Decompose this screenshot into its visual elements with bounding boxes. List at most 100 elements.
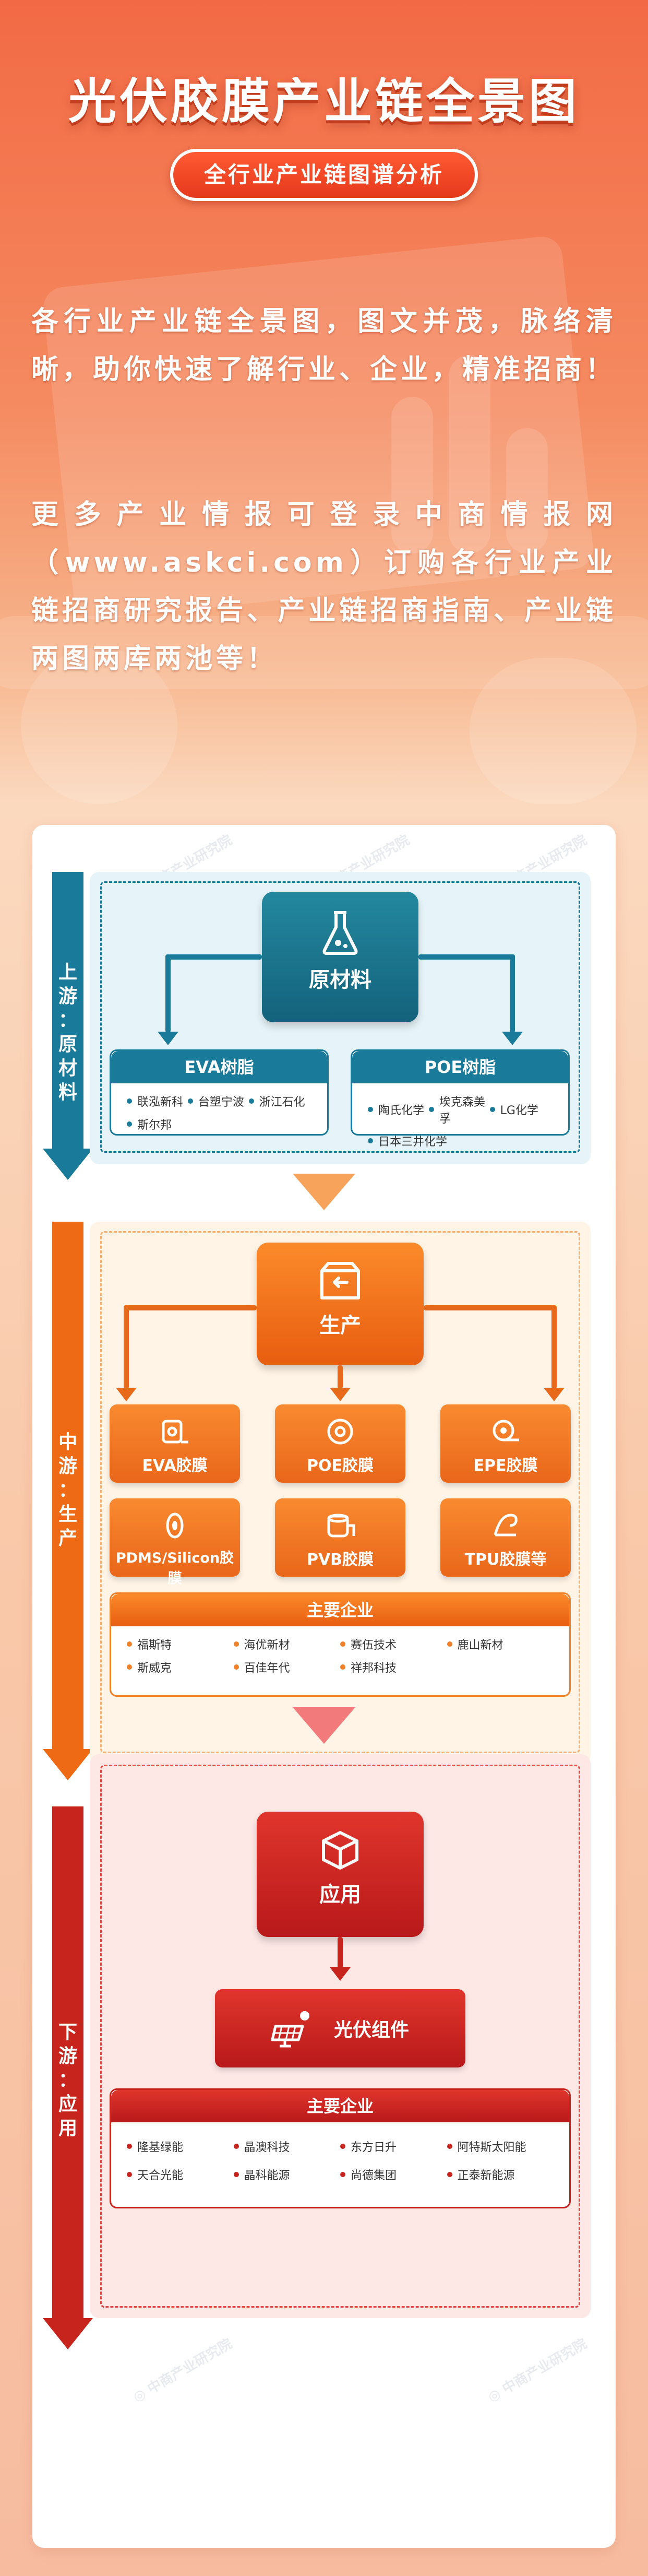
company-name: 正泰新能源 [457,2169,515,2182]
rail-char: 产 [58,1528,77,1549]
film-roll-icon [327,1419,353,1445]
company-name: 埃克森美孚 [439,1096,485,1126]
connector-arrow [330,1967,351,1981]
company-name: 尚德集团 [351,2169,397,2182]
cube-icon [322,1831,358,1870]
product-label: PVB胶膜 [306,1551,374,1569]
company-name: 百佳年代 [244,1662,290,1675]
bullet-icon [233,2144,239,2149]
eva-resin-title: EVA树脂 [111,1051,327,1083]
product-eva-film: EVA胶膜 [110,1404,240,1483]
bullet-icon [187,1098,193,1104]
company-name: 浙江石化 [259,1096,305,1109]
flask-icon [322,911,358,955]
product-label: POE胶膜 [307,1457,374,1475]
connector-line [126,1305,257,1310]
bullet-icon [489,1107,495,1112]
pv-module-tile: 光伏组件 [215,1989,465,2067]
company-name: 斯尔邦 [137,1119,172,1132]
intro-paragraph-1: 各行业产业链全景图，图文并茂，脉络清晰，助你快速了解行业、企业，精准招商！ [31,306,617,385]
downstream-rail-arrow [43,2318,93,2349]
company-item: 日本三井化学 [368,1132,478,1149]
rail-char: 游 [58,2046,77,2067]
company-name: 东方日升 [351,2141,397,2154]
downstream-rail-label: 下 游 ： 应 用 [52,2020,83,2141]
production-hub: 生产 [257,1243,424,1365]
bullet-icon [248,1098,254,1104]
company-item: 鹿山新材 [447,1636,554,1652]
rail-char: ： [58,1010,77,1031]
bullet-icon [447,2144,452,2149]
film-roll-icon [166,1512,184,1539]
company-item: 阿特斯太阳能 [447,2138,554,2155]
connector-line [124,1305,129,1389]
company-item: 祥邦科技 [340,1659,447,1675]
company-name: 台塑宁波 [198,1096,244,1109]
pv-module-label: 光伏组件 [333,2019,409,2041]
company-name: 联泓新科 [137,1096,184,1109]
company-item: 百佳年代 [233,1659,341,1675]
company-item: 斯尔邦 [127,1116,188,1132]
company-name: LG化学 [500,1104,538,1117]
company-name: 晶澳科技 [244,2141,290,2154]
solar-panel-icon [271,2011,309,2048]
raw-material-label: 原材料 [309,968,371,992]
company-item: 福斯特 [127,1636,234,1652]
bullet-icon [233,2172,239,2177]
connector-arrow [158,1032,178,1045]
intro-paragraph-2: 更多产业情报可登录中商情报网（www.askci.com）订购各行业产业链招商研… [31,499,617,675]
rail-char: 游 [58,1456,77,1477]
watermark: 中商产业研究院 [129,2333,235,2406]
rail-char: 上 [58,962,77,983]
production-label: 生产 [319,1314,361,1338]
bullet-icon [340,1664,345,1670]
film-roll-icon [162,1420,188,1444]
rail-char: ： [58,2070,77,2091]
product-pdms-film: PDMS/Silicon胶膜 [110,1498,240,1587]
rail-char: 下 [58,2022,77,2043]
subtitle-badge: 全行业产业链图谱分析 [170,149,478,201]
poe-resin-box: POE树脂 陶氏化学 埃克森美孚 LG化学 日本三井化学 [351,1049,570,1149]
company-name: 天合光能 [137,2169,184,2182]
company-name: 祥邦科技 [351,1662,397,1675]
connector-line [168,954,262,960]
connector-line [551,1305,557,1389]
product-label: TPU胶膜等 [464,1551,547,1569]
company-name: 福斯特 [137,1639,172,1652]
company-item: 天合光能 [127,2166,234,2183]
bullet-icon [340,2172,345,2177]
company-name: 陶氏化学 [378,1104,425,1117]
rail-char: 材 [58,1058,77,1079]
bullet-icon [447,2172,452,2177]
bullet-icon [127,1098,132,1104]
connector-arrow [330,1388,351,1401]
downstream-rail: 下 游 ： 应 用 [52,1806,83,2318]
box-transfer-icon [320,1262,360,1299]
hero-banner: 光伏胶膜产业链全景图 全行业产业链图谱分析 各行业产业链全景图，图文并茂，脉络清… [0,0,648,804]
bullet-icon [127,1121,132,1127]
company-item: 赛伍技术 [340,1636,447,1652]
midstream-rail: 中 游 ： 生 产 [52,1222,83,1749]
product-label: PDMS/Silicon胶膜 [115,1550,234,1587]
connector-line [418,954,515,960]
downstream-companies-title: 主要企业 [111,2090,569,2122]
rail-char: 用 [58,2118,77,2139]
connector-line [510,954,515,1033]
product-label: EVA胶膜 [142,1457,208,1475]
company-name: 隆基绿能 [137,2141,184,2154]
company-item: 晶澳科技 [233,2138,341,2155]
watermark: 中商产业研究院 [484,2333,590,2406]
connector-line [338,1937,343,1968]
poe-resin-title: POE树脂 [352,1051,568,1083]
company-item: 斯威克 [127,1659,234,1675]
upstream-rail-arrow [43,1149,93,1180]
company-item: 海优新材 [233,1636,341,1652]
company-item: 浙江石化 [248,1093,310,1109]
rail-char: 游 [58,986,77,1007]
bullet-icon [368,1107,373,1112]
company-item: 东方日升 [340,2138,447,2155]
bullet-icon [233,1641,239,1647]
company-item: 尚德集团 [340,2166,447,2183]
bullet-icon [233,1664,239,1670]
midstream-companies-title: 主要企业 [111,1594,569,1626]
